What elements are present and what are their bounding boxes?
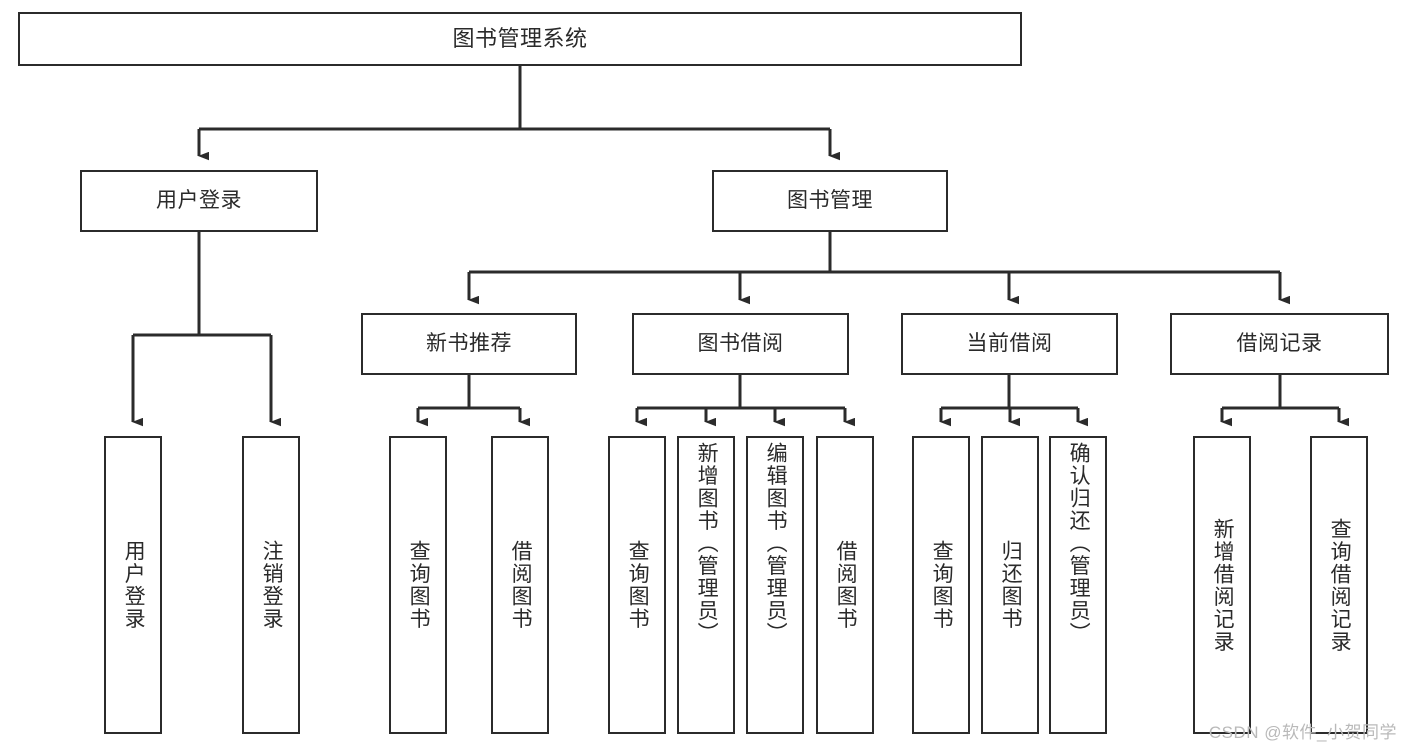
node-leaf-query-book-3[interactable]: 查询图书 (912, 436, 970, 734)
node-root-system[interactable]: 图书管理系统 (18, 12, 1022, 66)
node-leaf-borrow-book-1[interactable]: 借阅图书 (491, 436, 549, 734)
node-leaf-user-login[interactable]: 用户登录 (104, 436, 162, 734)
node-new-book-recommend[interactable]: 新书推荐 (361, 313, 577, 375)
node-label: 借阅图书 (509, 540, 533, 630)
node-leaf-query-book-1[interactable]: 查询图书 (389, 436, 447, 734)
node-label: 图书管理系统 (452, 26, 588, 52)
node-label: 确认归还（管理员） (1067, 442, 1091, 645)
node-label: 新增借阅记录 (1211, 517, 1235, 653)
node-leaf-query-book-2[interactable]: 查询图书 (608, 436, 666, 734)
node-borrow-record[interactable]: 借阅记录 (1170, 313, 1389, 375)
node-label: 借阅图书 (834, 540, 858, 630)
node-label: 查询图书 (930, 540, 954, 630)
node-label: 新书推荐 (426, 331, 512, 355)
node-leaf-user-logout[interactable]: 注销登录 (242, 436, 300, 734)
node-label: 用户登录 (122, 540, 146, 630)
node-label: 用户登录 (156, 188, 242, 212)
node-label: 新增图书（管理员） (695, 442, 719, 645)
node-leaf-query-record[interactable]: 查询借阅记录 (1310, 436, 1368, 734)
node-label: 归还图书 (999, 540, 1023, 630)
csdn-watermark: CSDN @软件_小贺同学 (1208, 723, 1397, 742)
node-leaf-edit-book[interactable]: 编辑图书（管理员） (746, 436, 804, 734)
node-label: 查询借阅记录 (1328, 517, 1352, 653)
node-label: 编辑图书（管理员） (764, 442, 788, 645)
node-leaf-return-book[interactable]: 归还图书 (981, 436, 1039, 734)
node-label: 查询图书 (626, 540, 650, 630)
node-book-borrow[interactable]: 图书借阅 (632, 313, 849, 375)
node-user-login[interactable]: 用户登录 (80, 170, 318, 232)
node-label: 注销登录 (260, 540, 284, 630)
node-leaf-borrow-book-2[interactable]: 借阅图书 (816, 436, 874, 734)
node-leaf-add-record[interactable]: 新增借阅记录 (1193, 436, 1251, 734)
node-leaf-add-book[interactable]: 新增图书（管理员） (677, 436, 735, 734)
node-label: 查询图书 (407, 540, 431, 630)
node-label: 当前借阅 (966, 331, 1053, 355)
node-label: 图书管理 (787, 188, 873, 212)
node-label: 借阅记录 (1236, 331, 1323, 355)
node-book-manage[interactable]: 图书管理 (712, 170, 948, 232)
node-current-borrow[interactable]: 当前借阅 (901, 313, 1118, 375)
node-leaf-confirm-return[interactable]: 确认归还（管理员） (1049, 436, 1107, 734)
node-label: 图书借阅 (697, 331, 784, 355)
